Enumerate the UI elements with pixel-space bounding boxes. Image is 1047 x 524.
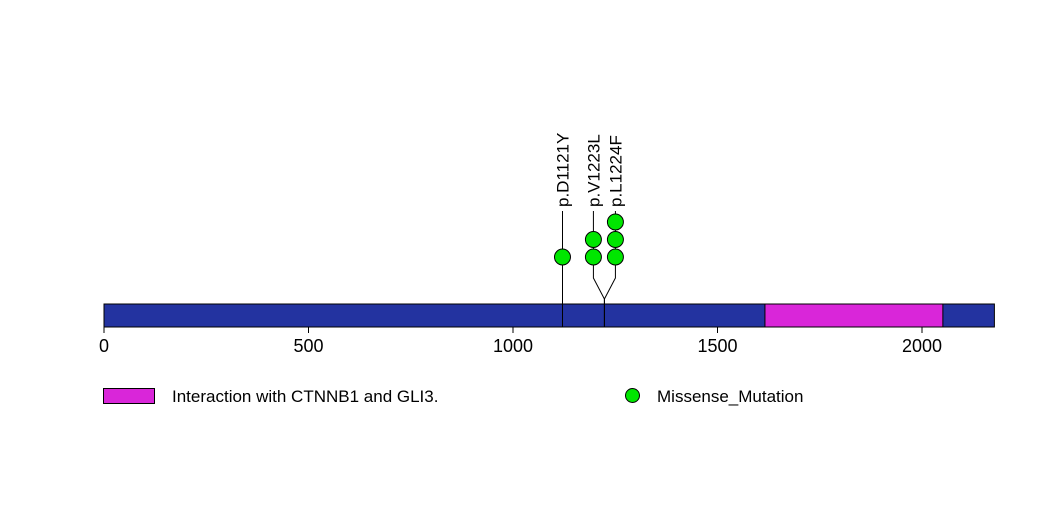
mutation-label: p.D1121Y xyxy=(553,133,572,207)
axis-tick-label: 1500 xyxy=(697,336,737,356)
mutation-circle xyxy=(606,231,624,248)
axis-tick-label: 500 xyxy=(293,336,323,356)
missense-legend-swatch-icon xyxy=(625,388,640,403)
mutation-label: p.L1224F xyxy=(606,135,625,207)
mutation-circle xyxy=(584,248,602,266)
domain-legend-label: Interaction with CTNNB1 and GLI3. xyxy=(172,387,439,406)
domain-legend-swatch xyxy=(103,388,155,404)
mutation-label: p.V1223L xyxy=(584,134,603,207)
axis-tick-label: 2000 xyxy=(902,336,942,356)
mutation-circle xyxy=(584,231,602,248)
axis-tick-label: 0 xyxy=(99,336,109,356)
mutation-circle xyxy=(606,213,624,231)
axis-tick-label: 1000 xyxy=(493,336,533,356)
mutation-circle xyxy=(553,248,571,266)
mutation-circle xyxy=(606,248,624,266)
missense-legend-label: Missense_Mutation xyxy=(657,387,804,406)
domain-rect xyxy=(764,303,944,328)
